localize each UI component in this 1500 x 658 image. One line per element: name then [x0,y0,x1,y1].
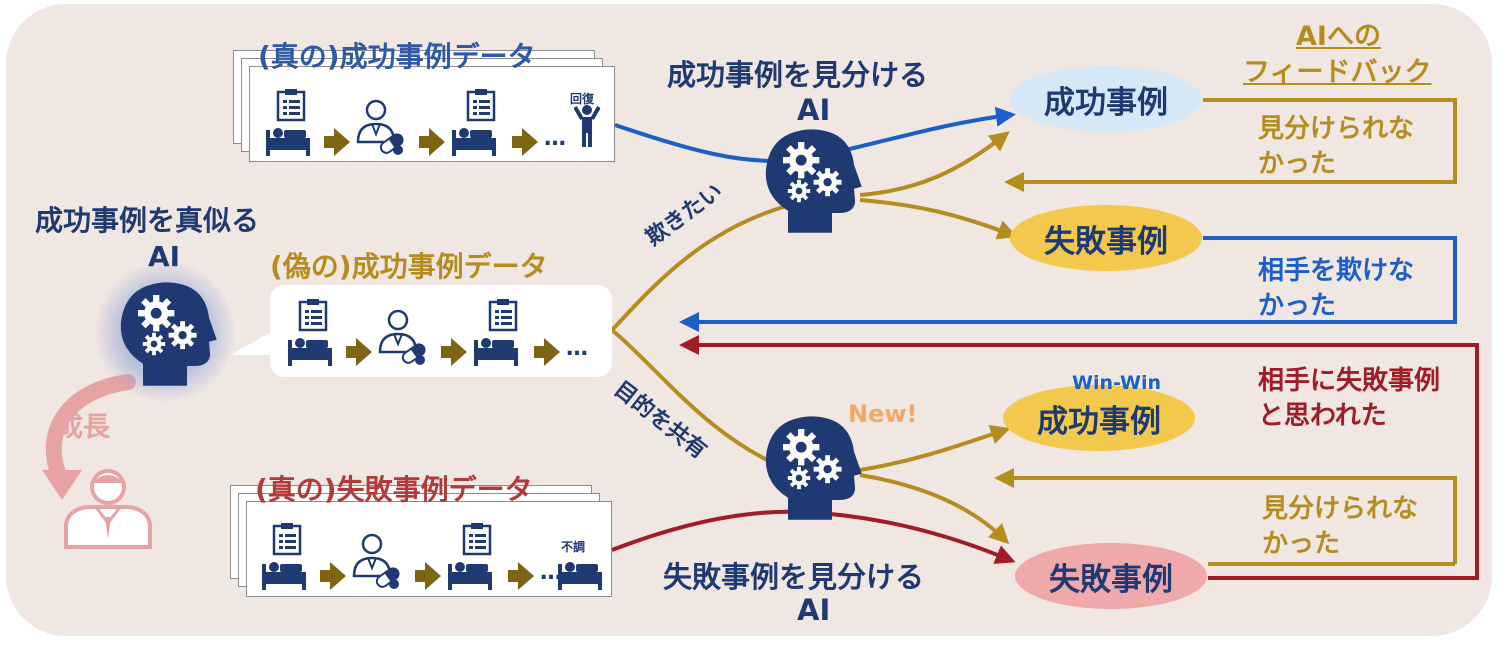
true-success-ellipsis: … [544,126,566,151]
fake-success-title: (偽の)成功事例データ [270,250,548,283]
success-detector-label-line1: 成功事例を見分ける [667,58,929,92]
true-failure-ellipsis: … [540,560,562,585]
success-detector-head-icon [765,129,862,233]
feedback-top-missed-line [1004,98,1457,192]
true-failure-bed-icon-1 [260,552,308,596]
speech-tail [230,327,280,355]
growth-arrow [45,374,136,486]
feedback-thought-failure-line [679,335,1479,580]
imitator-ai-label-line1: 成功事例を真似る [35,204,260,237]
feedback-bottom-missed-line [994,468,1457,564]
feedback-header-line2: フィードバック [1243,57,1432,88]
fake-success-clipboard-icon-2 [488,298,518,336]
true-success-arrow-icon-1 [324,128,350,160]
imitator-ai-head-icon [120,282,217,386]
top-detector-to-success-line [859,131,1010,197]
fake-success-bed-icon-2 [472,328,520,372]
true-success-doctor-icon [354,98,406,160]
bottom-success-outcome: 成功事例 [1003,385,1195,451]
true-success-recovered-person-icon [573,104,601,152]
true-success-clipboard-icon-2 [466,88,496,126]
fake-success-bed-icon-1 [286,328,334,372]
win-win-label: Win-Win [1072,372,1162,394]
true-failure-clipboard-icon-1 [272,522,302,560]
recovery-tag: 回復 [570,92,595,106]
new-label: New! [848,400,918,428]
fake-success-arrow-icon-1 [346,338,372,370]
feedback-top-missed-line2: かった [1258,149,1337,179]
fake-to-top-detector-line [610,203,791,332]
feedback-thought-failure-line1: 相手に失敗事例 [1258,366,1441,396]
fake-to-bottom-detector-line [610,328,791,472]
feedback-thought-failure-line2: と思われた [1258,401,1387,431]
imitator-ai-label-line2: AI [148,240,181,273]
feedback-not-deceived-line2: かった [1258,291,1337,321]
true-failure-title: (真の)失敗事例データ [255,473,533,506]
success-detector-label-line2: AI [797,93,831,127]
true-failure-doctor-icon [350,532,402,594]
failure-detector-label-line2: AI [797,593,831,627]
feedback-not-deceived-line [679,236,1457,332]
failure-detector-head-icon [765,416,862,520]
feedback-bottom-missed-line2: かった [1262,529,1341,559]
true-success-clipboard-icon-1 [276,88,306,126]
grown-person-icon [64,469,152,549]
true-success-title: (真の)成功事例データ [258,40,536,73]
true-success-bed-icon-1 [264,118,312,162]
feedback-bottom-missed-line1: 見分けられな [1262,494,1419,524]
true-failure-arrow-icon-3 [508,562,534,594]
true-failure-clipboard-icon-2 [462,522,492,560]
fake-success-ellipsis: … [566,336,588,361]
bottom-detector-to-failure-line [859,473,1010,545]
growth-label: 成長 [56,412,110,443]
true-failure-arrow-icon-1 [320,562,346,594]
true-success-bed-icon-2 [450,118,498,162]
top-success-outcome: 成功事例 [1010,66,1202,132]
true-failure-bed-icon-2 [446,552,494,596]
fake-success-clipboard-icon-1 [298,298,328,336]
top-failure-outcome: 失敗事例 [1010,205,1202,271]
fake-success-arrow-icon-2 [441,338,467,370]
top-detector-to-failure-line [859,198,1018,240]
true-failure-unwell-bed-icon [556,552,604,596]
bottom-failure-outcome: 失敗事例 [1015,543,1207,609]
fake-success-doctor-icon [376,308,428,370]
true-success-arrow-icon-3 [512,128,538,160]
feedback-header-line1: AIへの [1296,21,1381,52]
unwell-tag: 不調 [561,540,586,554]
failure-detector-label-line1: 失敗事例を見分ける [663,560,925,594]
feedback-top-missed-line1: 見分けられな [1258,114,1415,144]
true-success-arrow-icon-2 [419,128,445,160]
true-failure-arrow-icon-2 [415,562,441,594]
feedback-not-deceived-line1: 相手を欺けな [1258,256,1415,286]
fake-success-arrow-icon-3 [534,338,560,370]
bottom-detector-to-success-line [859,424,1011,472]
